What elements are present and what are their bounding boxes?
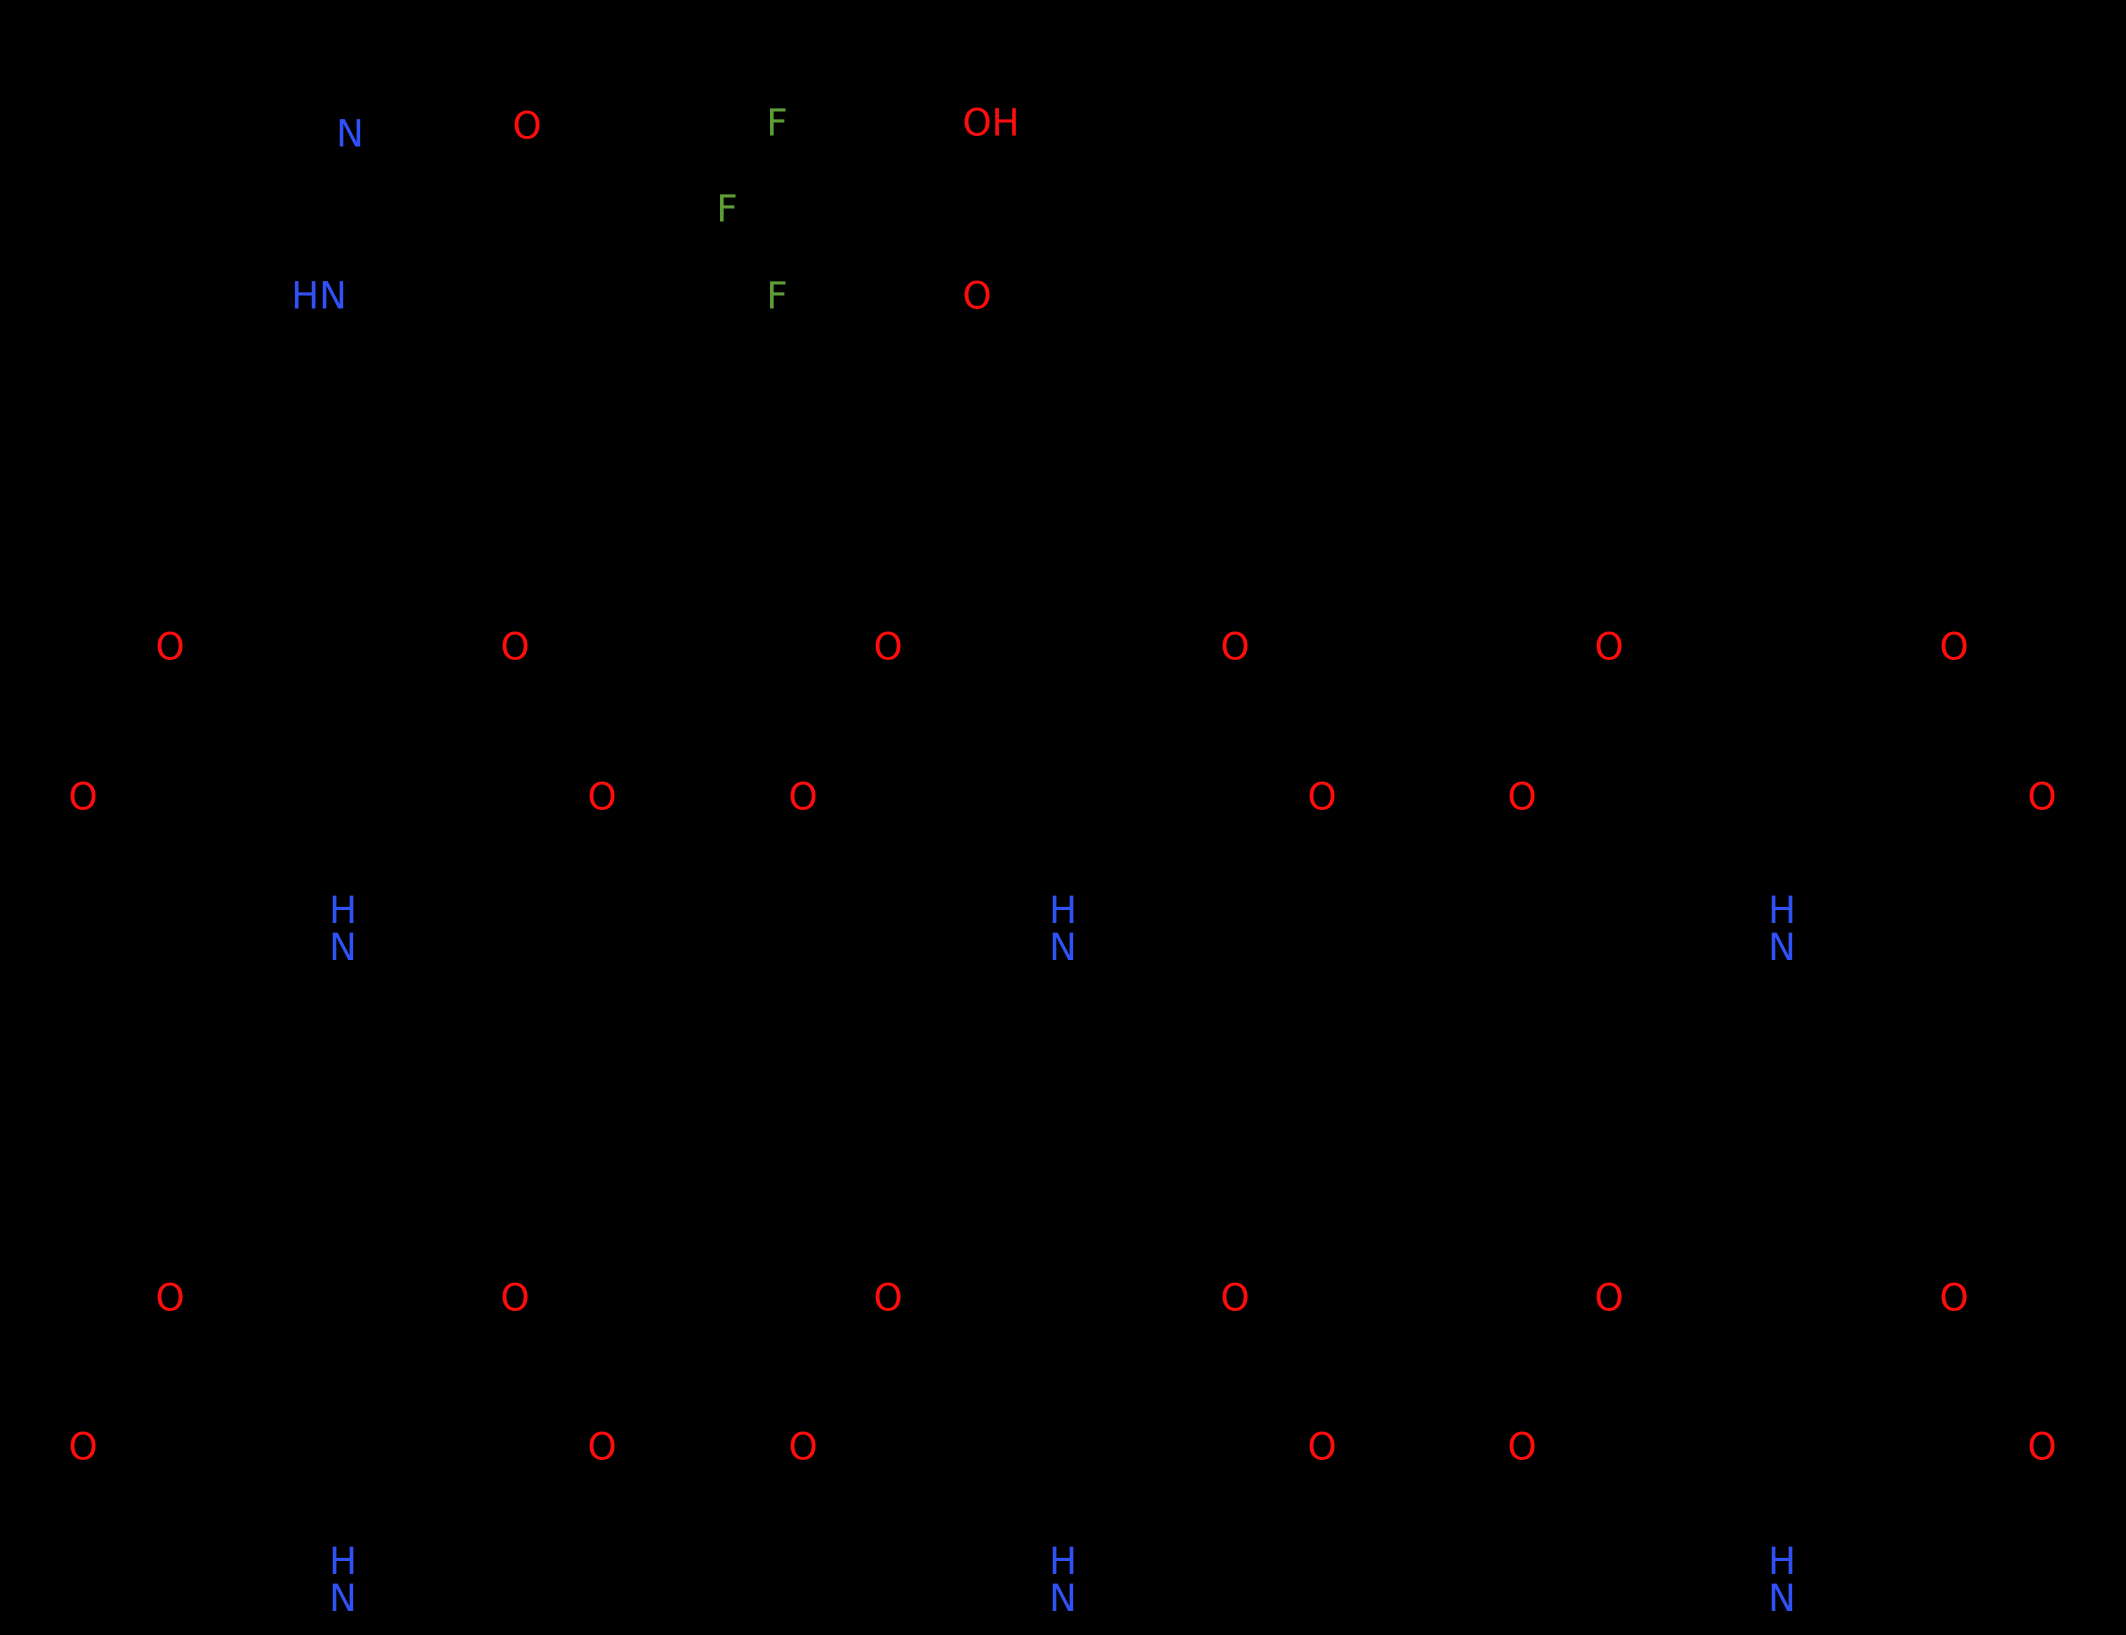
nitrogen-label: N — [329, 1577, 357, 1620]
hydrogen-label: H — [1049, 1540, 1077, 1583]
hydrogen-label: H — [1768, 1540, 1796, 1583]
trifluoroacetic-acid-atom-oh: OH — [962, 101, 1020, 145]
oxygen-label: O — [155, 625, 185, 669]
oxygen-label: O — [2027, 1425, 2057, 1469]
oxygen-label: O — [873, 625, 903, 669]
oxygen-label: O — [1220, 1276, 1250, 1320]
oxygen-label: O — [1307, 775, 1337, 819]
nitrogen-label: N — [1049, 1577, 1077, 1620]
oxygen-label: O — [1307, 1425, 1337, 1469]
heterocycle-salt-fragment-atom-o: O — [512, 104, 542, 148]
oxygen-label: O — [788, 775, 818, 819]
oxygen-label: O — [500, 1276, 530, 1320]
trifluoroacetic-acid-atom-f: F — [716, 187, 738, 231]
hydrogen-label: H — [1768, 889, 1796, 932]
oxygen-label: O — [2027, 775, 2057, 819]
oxygen-label: O — [155, 1276, 185, 1320]
hydrogen-label: H — [1049, 889, 1077, 932]
oxygen-label: O — [873, 1276, 903, 1320]
oxygen-label: O — [587, 1425, 617, 1469]
nitrogen-label: N — [1768, 926, 1796, 969]
oxygen-label: O — [587, 775, 617, 819]
oxygen-label: O — [788, 1425, 818, 1469]
trifluoroacetic-acid-atom-f: F — [766, 101, 788, 145]
nitrogen-label: N — [1049, 926, 1077, 969]
hydrogen-label: H — [329, 889, 357, 932]
heterocycle-salt-fragment-atom-hn: HN — [291, 274, 347, 318]
trifluoroacetic-acid-atom-o: O — [962, 274, 992, 318]
oxygen-label: O — [1594, 625, 1624, 669]
oxygen-label: O — [1507, 775, 1537, 819]
oxygen-label: O — [1507, 1425, 1537, 1469]
oxygen-label: O — [1220, 625, 1250, 669]
oxygen-label: O — [1939, 625, 1969, 669]
heterocycle-salt-fragment-atom-n: N — [336, 112, 364, 156]
oxygen-label: O — [500, 625, 530, 669]
nitrogen-label: N — [1768, 1577, 1796, 1620]
oxygen-label: O — [68, 775, 98, 819]
hydrogen-label: H — [329, 1540, 357, 1583]
trifluoroacetic-acid-atom-f: F — [766, 274, 788, 318]
nitrogen-label: N — [329, 926, 357, 969]
oxygen-label: O — [68, 1425, 98, 1469]
oxygen-label: O — [1939, 1276, 1969, 1320]
oxygen-label: O — [1594, 1276, 1624, 1320]
